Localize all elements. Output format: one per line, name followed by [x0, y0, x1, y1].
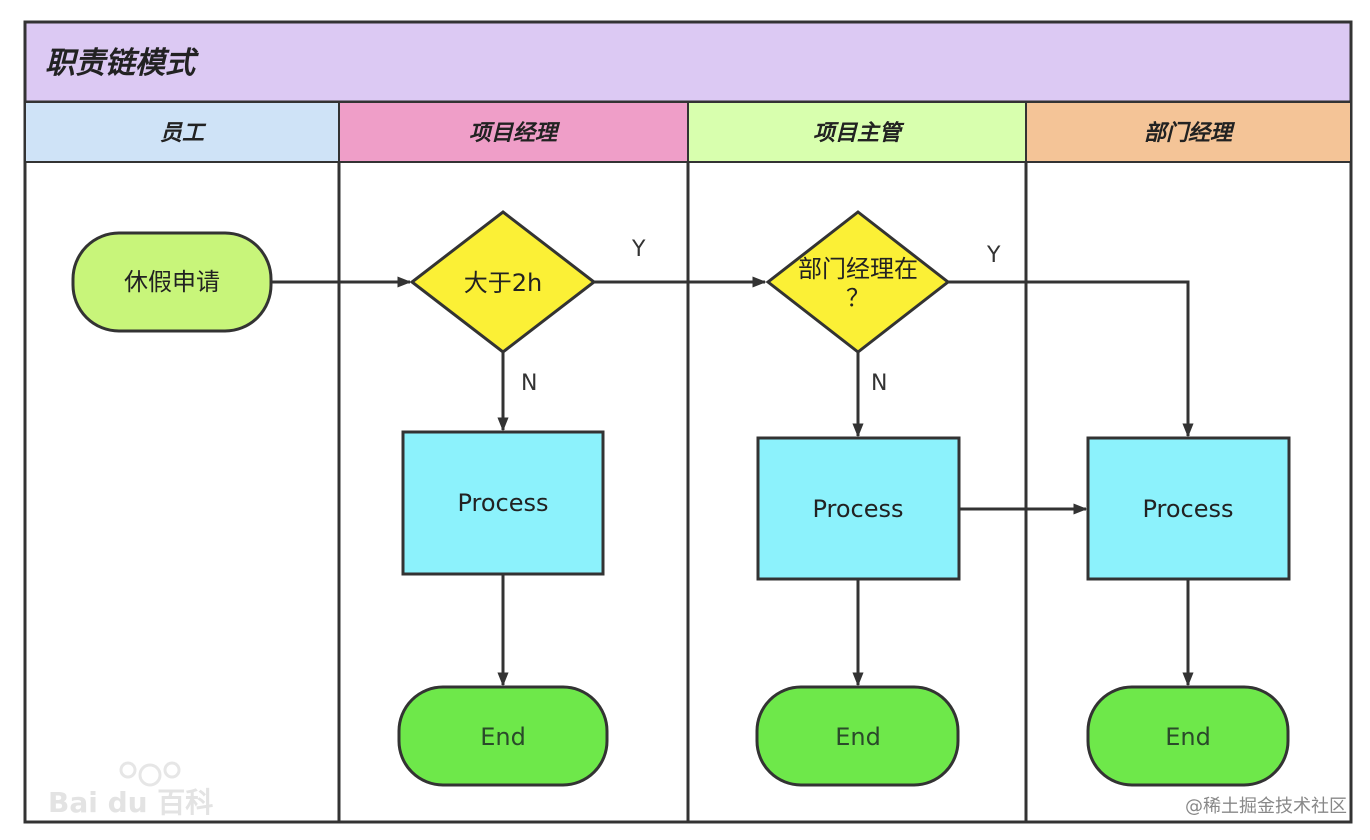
lane-header-employee	[24, 101, 340, 163]
edge-label-d2-yes: Y	[986, 243, 1001, 268]
end-node-2-label: End	[835, 723, 881, 751]
decision-node-2-label-line1: 部门经理在	[798, 255, 918, 283]
lane-label-department-manager: 部门经理	[1144, 120, 1236, 146]
corner-credit: @稀土掘金技术社区	[1185, 796, 1347, 817]
edge-label-d2-no: N	[871, 371, 887, 396]
process-node-3: Process	[1086, 436, 1291, 581]
lane-label-employee: 员工	[160, 121, 207, 146]
end-node-3-label: End	[1165, 723, 1211, 751]
lane-header-department-manager	[1025, 101, 1352, 163]
process-node-1: Process	[401, 430, 605, 576]
start-node-label: 休假申请	[124, 268, 220, 296]
baidu-watermark: Bai du 百科	[48, 761, 213, 819]
edge-decision2-yes	[948, 280, 1194, 438]
process-node-1-label: Process	[457, 489, 548, 517]
start-node: 休假申请	[71, 231, 273, 333]
decision-node-1: 大于2h	[409, 210, 597, 354]
lane-label-project-manager: 项目经理	[469, 120, 561, 146]
end-node-1-label: End	[480, 723, 526, 751]
decision-node-1-label: 大于2h	[464, 269, 542, 297]
title-bar	[23, 20, 1353, 104]
edge-label-d1-yes: Y	[631, 237, 646, 262]
end-node-3: End	[1086, 685, 1290, 787]
lane-header-project-manager	[338, 101, 689, 163]
end-node-2: End	[755, 685, 960, 787]
edge-label-d1-no: N	[521, 371, 537, 396]
diagram-title: 职责链模式	[45, 46, 199, 81]
svg-text:Bai du 百科: Bai du 百科	[48, 786, 213, 819]
process-node-2: Process	[756, 436, 961, 581]
decision-node-2-label-line2: ？	[846, 284, 870, 312]
process-node-3-label: Process	[1142, 495, 1233, 523]
lane-label-project-supervisor: 项目主管	[813, 120, 905, 146]
end-node-1: End	[397, 685, 609, 787]
process-node-2-label: Process	[812, 495, 903, 523]
decision-node-2: 部门经理在 ？	[765, 210, 951, 354]
